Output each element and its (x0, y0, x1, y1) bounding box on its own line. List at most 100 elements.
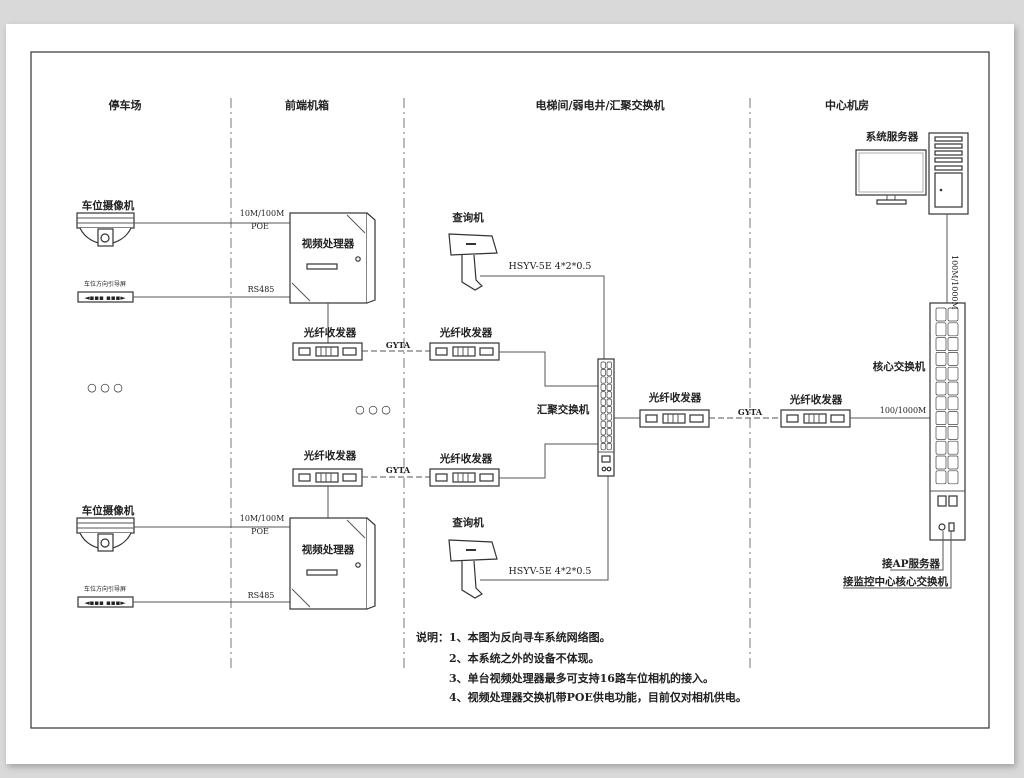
camera-2: 车位摄像机 (76, 504, 135, 552)
fiber-transceiver-3b: 光纤收发器 (780, 393, 851, 428)
fiber-transceiver-label: 光纤收发器 (439, 326, 493, 339)
camera-label: 车位摄像机 (82, 504, 135, 517)
query-terminal-2: 查询机 (448, 516, 498, 599)
switch-port (600, 391, 606, 399)
camera-link-speed: 10M/100M (240, 209, 285, 218)
zone-title-parking: 停车场 (109, 98, 142, 112)
fiber-transceiver-1b: 光纤收发器 (429, 326, 500, 361)
switch-port (606, 406, 612, 414)
core-switch-label: 核心交换机 (873, 360, 926, 373)
switch-port (606, 413, 612, 421)
switch-port (935, 396, 947, 411)
notes: 说明： 1、本图为反向寻车系统网络图。 2、本系统之外的设备不体现。 3、单台视… (416, 630, 747, 704)
switch-port (606, 435, 612, 443)
switch-port (947, 440, 959, 455)
switch-port (935, 352, 947, 366)
camera-link-poe: POE (251, 222, 269, 231)
video-processor-2: 视频处理器 (289, 517, 376, 610)
switch-port (935, 307, 947, 322)
switch-port (947, 426, 959, 440)
transceiver-to-agg-line (499, 351, 598, 387)
switch-port (947, 322, 959, 337)
switch-port (935, 440, 947, 455)
video-processor-label: 视频处理器 (302, 237, 355, 250)
fiber-transceiver-label: 光纤收发器 (303, 449, 357, 462)
query-cable-line (480, 475, 609, 581)
switch-port (947, 352, 959, 366)
query-terminal-1: 查询机 (448, 211, 498, 291)
drawing-frame (30, 51, 990, 729)
note-item: 3、单台视频处理器最多可支持16路车位相机的接入。 (449, 671, 714, 685)
switch-port (935, 470, 947, 485)
switch-port (606, 383, 612, 391)
core-switch (929, 302, 966, 541)
ellipsis: ○ ○ ○ (87, 381, 123, 394)
transceiver-to-agg-line (499, 443, 598, 479)
switch-port (600, 369, 606, 377)
query-terminal-label: 查询机 (451, 516, 484, 529)
query-cable-line (480, 275, 605, 359)
switch-port (606, 391, 612, 399)
rs485-label: RS485 (248, 591, 275, 600)
fiber-transceiver-1a: 光纤收发器 (292, 326, 363, 361)
camera-link-poe: POE (251, 527, 269, 536)
camera-label: 车位摄像机 (82, 199, 135, 212)
switch-port (600, 443, 606, 451)
fiber-link-label: GYTA (386, 340, 411, 350)
query-cable-label: HSYV-5E 4*2*0.5 (509, 261, 592, 272)
switch-port (935, 455, 947, 470)
switch-port (600, 398, 606, 406)
fiber-transceiver-2a: 光纤收发器 (292, 449, 363, 487)
system-server-label: 系统服务器 (866, 130, 919, 143)
fiber-link-label: GYTA (386, 465, 411, 475)
video-processor-label: 视频处理器 (302, 543, 355, 556)
svg-text:◄▪▪▪ ▪▪▪►: ◄▪▪▪ ▪▪▪► (84, 294, 126, 302)
switch-port (606, 361, 612, 369)
switch-port (947, 366, 959, 381)
switch-port (600, 383, 606, 391)
core-output-ap-server: 接AP服务器 (882, 557, 941, 570)
aggregation-switch (597, 358, 615, 477)
switch-port (600, 420, 606, 428)
core-output-monitoring-switch: 接监控中心核心交换机 (843, 575, 948, 588)
switch-port (606, 376, 612, 384)
notes-prefix: 说明： (416, 630, 449, 644)
camera-1: 车位摄像机 (76, 199, 135, 247)
video-processor-1: 视频处理器 (289, 212, 376, 304)
switch-port (600, 376, 606, 384)
fiber-transceiver-2b: 光纤收发器 (429, 452, 500, 487)
zone-title-front-cabinet: 前端机箱 (285, 98, 329, 112)
core-uplink-label: 100/1000M (880, 406, 927, 415)
switch-port (935, 411, 947, 425)
switch-port (947, 337, 959, 351)
switch-port (606, 398, 612, 406)
switch-port (935, 366, 947, 381)
fiber-transceiver-label: 光纤收发器 (439, 452, 493, 465)
switch-port (947, 455, 959, 470)
switch-port (600, 435, 606, 443)
ellipsis: ○ ○ ○ (355, 403, 391, 416)
switch-port (606, 369, 612, 377)
note-item: 4、视频处理器交换机带POE供电功能，目前仅对相机供电。 (449, 690, 747, 704)
query-terminal-label: 查询机 (451, 211, 484, 224)
note-item: 2、本系统之外的设备不体现。 (449, 651, 600, 665)
guide-screen-label: 车位方向引导屏 (84, 280, 126, 288)
guide-screen-1: 车位方向引导屏 ◄▪▪▪ ▪▪▪► (77, 280, 134, 303)
core-output-line (890, 531, 944, 571)
camera-link-speed: 10M/100M (240, 514, 285, 523)
fiber-transceiver-label: 光纤收发器 (789, 393, 843, 406)
switch-port (935, 381, 947, 396)
switch-port (606, 420, 612, 428)
switch-port (600, 428, 606, 436)
switch-port (947, 396, 959, 411)
switch-port (606, 443, 612, 451)
fiber-link-label: GYTA (738, 407, 763, 417)
switch-port (606, 428, 612, 436)
switch-port (947, 307, 959, 322)
zone-title-elevator: 电梯间/弱电井/汇聚交换机 (535, 98, 664, 112)
switch-port (600, 413, 606, 421)
drawing-page: 停车场 前端机箱 电梯间/弱电井/汇聚交换机 中心机房 车位摄像机 车位方向引导… (6, 24, 1014, 764)
server-link-label: 100M/1000M (950, 255, 959, 310)
switch-port (947, 470, 959, 485)
aggregation-switch-label: 汇聚交换机 (537, 403, 590, 416)
